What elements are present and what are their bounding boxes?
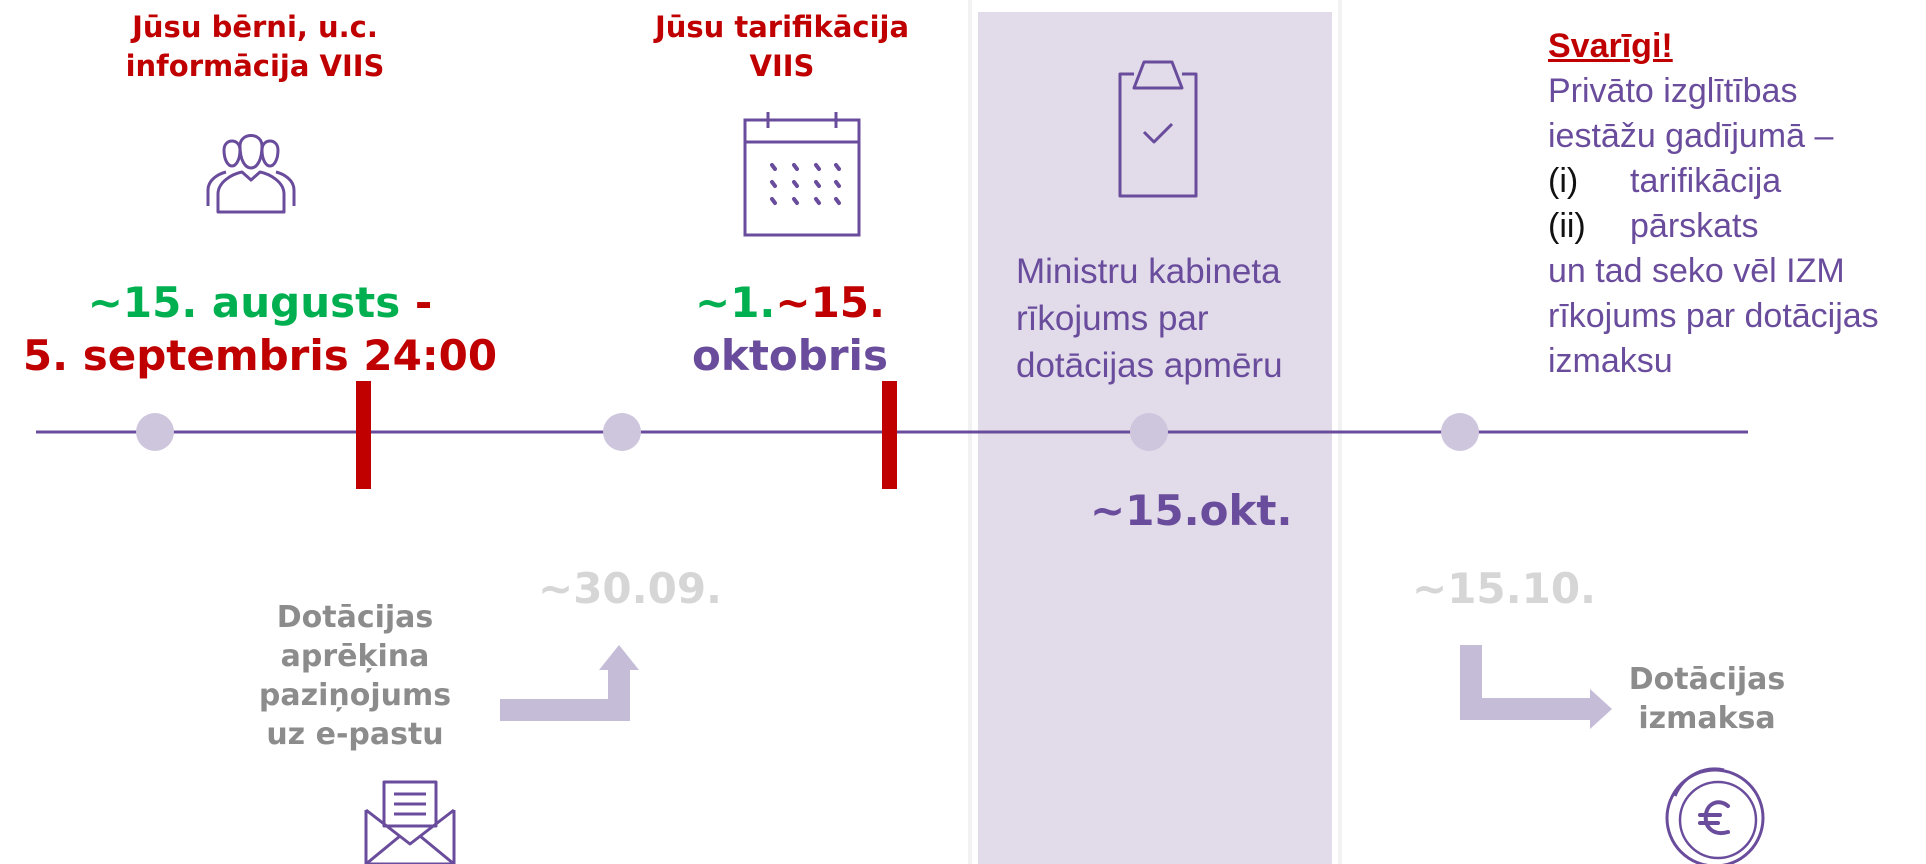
important-note-line: un tad seko vēl IZM (1548, 252, 1845, 290)
important-note: Svarīgi! Privāto izglītības iestāžu gadī… (1548, 24, 1924, 384)
cabinet-order-line: dotācijas apmēru (1016, 346, 1283, 385)
notification-arrow (500, 645, 639, 721)
item-text: tarifikācija (1630, 162, 1782, 200)
euro-coin-icon (1665, 767, 1765, 864)
timeline-node (1130, 413, 1168, 451)
stage-viis-children-title: Jūsu bērni, u.c. informācija VIIS (60, 8, 450, 86)
stage-title-line: VIIS (749, 49, 815, 83)
cabinet-date: ~15.okt. (1090, 486, 1293, 535)
people-icon (206, 134, 296, 214)
important-note-line: izmaksu (1548, 342, 1673, 380)
stage-title-line: informācija VIIS (125, 49, 385, 83)
payment-label: Dotācijas izmaksa (1612, 660, 1802, 738)
period-second-dates: ~1.~15. oktobris (640, 276, 940, 382)
payment-arrow (1460, 645, 1612, 729)
deadline-marker (882, 381, 897, 489)
item-number: (ii) (1548, 207, 1586, 245)
payment-line: Dotācijas (1628, 662, 1786, 697)
period-first-dates: ~15. augusts - 5. septembris 24:00 (0, 276, 520, 382)
deadline-marker (356, 381, 371, 489)
payment-line: izmaksa (1638, 701, 1776, 736)
important-note-item: (i) tarifikācija (1548, 159, 1924, 204)
payment-date: ~15.10. (1412, 564, 1596, 613)
stage-title-line: Jūsu tarifikācija (654, 10, 910, 44)
important-note-line: iestāžu gadījumā – (1548, 117, 1834, 155)
notification-label: Dotācijas aprēķina paziņojums uz e-pastu (240, 598, 470, 754)
period-end-date: 5. septembris 24:00 (22, 331, 498, 380)
period-start-date: ~1. (695, 278, 776, 327)
notification-date: ~30.09. (538, 564, 722, 613)
important-note-item: (ii) pārskats (1548, 204, 1924, 249)
notification-line: paziņojums (258, 678, 452, 713)
clipboard-check-icon (1118, 60, 1198, 198)
calendar-icon (743, 112, 861, 237)
timeline-node (1441, 413, 1479, 451)
envelope-icon (364, 780, 456, 864)
stage-viis-tarification-title: Jūsu tarifikācija VIIS (600, 8, 964, 86)
period-second-day-line: ~1.~15. (640, 276, 940, 329)
period-first-start-line: ~15. augusts - (0, 276, 520, 329)
cabinet-order-line: rīkojums par (1016, 299, 1209, 338)
timeline-node (603, 413, 641, 451)
period-start-date: ~15. augusts (87, 278, 401, 327)
notification-line: Dotācijas (276, 600, 434, 635)
timeline-node (136, 413, 174, 451)
period-separator: - (400, 278, 433, 327)
period-month: oktobris (692, 331, 888, 380)
notification-line: uz e-pastu (266, 717, 444, 752)
item-number: (i) (1548, 162, 1579, 200)
cabinet-order-text: Ministru kabineta rīkojums par dotācijas… (1016, 248, 1336, 389)
important-note-line: rīkojums par dotācijas (1548, 297, 1879, 335)
important-note-heading: Svarīgi! (1548, 27, 1673, 65)
period-end-date: ~15. (775, 278, 885, 327)
notification-line: aprēķina (280, 639, 430, 674)
item-text: pārskats (1630, 207, 1759, 245)
stage-title-line: Jūsu bērni, u.c. (132, 10, 378, 44)
cabinet-order-line: Ministru kabineta (1016, 252, 1281, 291)
important-note-line: Privāto izglītības (1548, 72, 1798, 110)
